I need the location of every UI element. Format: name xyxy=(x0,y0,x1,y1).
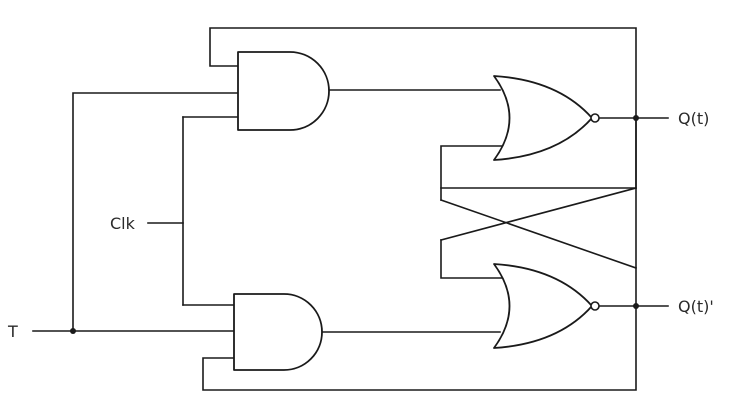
q-output-label: Q(t) xyxy=(678,109,709,128)
t-input-label: T xyxy=(7,322,18,341)
upper-nor-bubble xyxy=(590,113,600,123)
q-bar-output-label: Q(t)' xyxy=(678,297,714,316)
upper-nor-gate xyxy=(493,75,593,161)
clk-input-label: Clk xyxy=(110,214,136,233)
t-junction-dot xyxy=(70,328,76,334)
upper-nor-second-input-wire xyxy=(440,145,504,201)
cross-wire-up xyxy=(440,187,637,241)
lower-and-gate xyxy=(233,293,323,371)
q-bar-junction-dot xyxy=(633,303,639,309)
upper-and-gate xyxy=(237,51,330,131)
lower-nor-second-input-wire xyxy=(440,239,504,279)
lower-feedback-wire xyxy=(202,305,637,391)
lower-nor-gate xyxy=(493,263,593,349)
lower-nor-bubble xyxy=(590,301,600,311)
t-branch-wire xyxy=(72,92,239,332)
cross-wire-down xyxy=(439,198,638,270)
q-junction-dot xyxy=(633,115,639,121)
